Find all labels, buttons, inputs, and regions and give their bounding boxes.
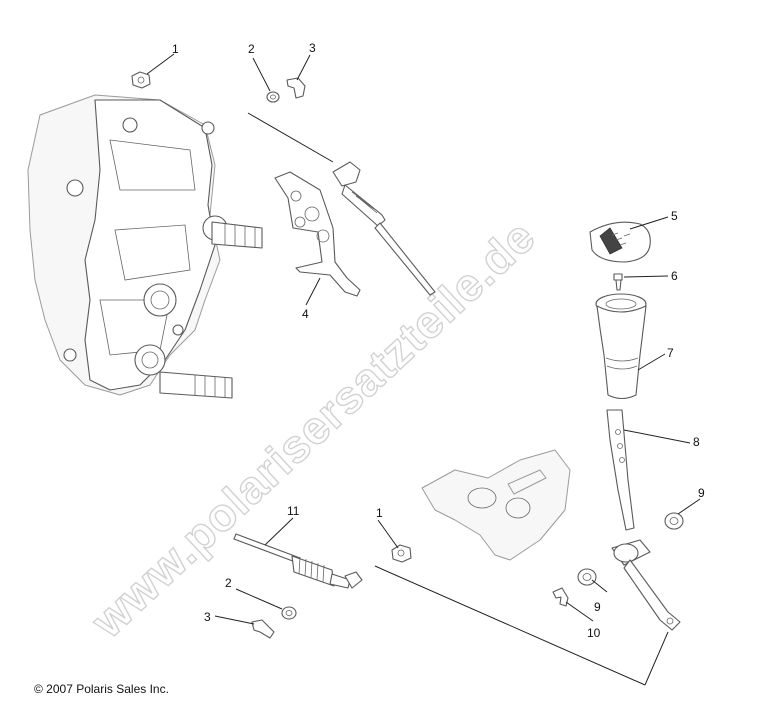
callout-9-right: 9 bbox=[698, 486, 705, 500]
callout-11: 11 bbox=[287, 504, 300, 518]
shift-knob-cap-part-5 bbox=[589, 221, 651, 263]
upper-shift-cable bbox=[332, 161, 436, 296]
callout-1-lower: 1 bbox=[376, 506, 383, 520]
lower-bracket-ghost bbox=[421, 449, 571, 561]
lower-output-shaft bbox=[159, 371, 233, 399]
callout-2-top: 2 bbox=[248, 42, 255, 56]
callout-1-top: 1 bbox=[172, 42, 179, 56]
bushing-part-9-lower bbox=[577, 568, 597, 586]
nut-part-1-top bbox=[131, 71, 151, 89]
transmission-housing bbox=[27, 94, 263, 399]
callout-6: 6 bbox=[671, 269, 678, 283]
callout-9-lower: 9 bbox=[594, 600, 601, 614]
washer-part-2-lower bbox=[281, 606, 297, 620]
washer-part-2-top bbox=[266, 91, 280, 103]
shift-boot-part-7 bbox=[595, 293, 647, 400]
shift-lever-part-8 bbox=[606, 409, 681, 631]
callout-2-lower: 2 bbox=[225, 576, 232, 590]
callout-3-top: 3 bbox=[309, 41, 316, 55]
bushing-part-9-right bbox=[664, 512, 684, 530]
callout-8: 8 bbox=[693, 435, 700, 449]
copyright-notice: © 2007 Polaris Sales Inc. bbox=[34, 682, 169, 696]
leader-lines bbox=[146, 53, 701, 686]
callout-4: 4 bbox=[302, 307, 309, 321]
clip-part-10 bbox=[552, 587, 569, 607]
mounting-bracket-part-4 bbox=[274, 171, 361, 297]
callout-5: 5 bbox=[671, 209, 678, 223]
callout-7: 7 bbox=[667, 346, 674, 360]
clip-part-3-lower bbox=[251, 619, 275, 639]
screw-part-6 bbox=[613, 273, 623, 291]
clip-part-3-top bbox=[286, 77, 306, 99]
callout-3-lower: 3 bbox=[204, 610, 211, 624]
callout-labels: 1 2 3 4 5 6 7 8 9 9 10 11 1 2 3 bbox=[172, 41, 705, 640]
lower-shift-cable-part-11 bbox=[233, 533, 363, 589]
nut-part-1-lower bbox=[391, 544, 412, 563]
callout-10: 10 bbox=[587, 626, 601, 640]
upper-output-shaft bbox=[211, 221, 263, 249]
